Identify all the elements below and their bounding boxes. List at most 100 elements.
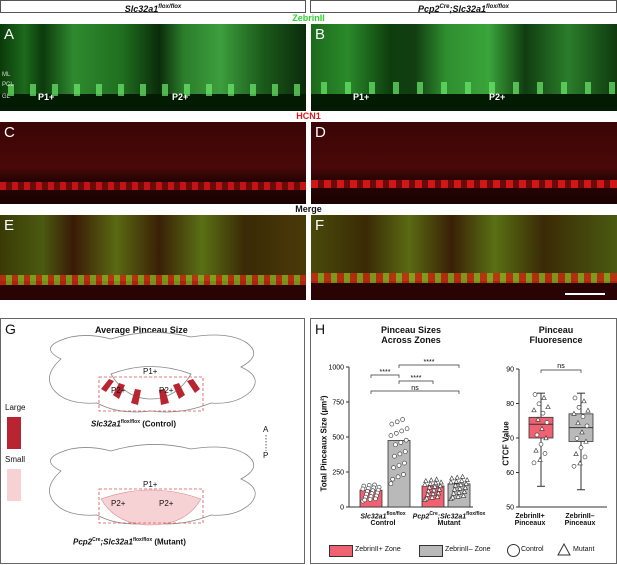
chart1-point <box>362 497 368 503</box>
chart1-point <box>448 479 454 485</box>
chart1-point <box>457 485 463 491</box>
row-title-hcn1: HCN1 <box>296 111 321 121</box>
chart2-point <box>544 420 550 425</box>
chart2-point <box>574 436 580 441</box>
chart2-point <box>576 404 582 410</box>
cat2b-label: ZebrinII–Pinceaux <box>564 513 596 527</box>
micrograph-C: C <box>0 122 306 204</box>
chart2-point <box>537 456 543 462</box>
chart1-ytick-label: 500 <box>332 435 344 442</box>
chart1-point <box>373 496 378 502</box>
chart1-point <box>429 494 435 500</box>
legend-large-label: Large <box>5 403 26 412</box>
chart1-point <box>396 463 402 468</box>
chart1-sig-bracket <box>398 364 460 368</box>
chart1-point <box>423 477 429 483</box>
chart1-point <box>453 478 460 484</box>
cerebellum-diagrams <box>7 332 267 526</box>
chart1-point <box>426 484 433 490</box>
chart2-ylabel: CTCF Value <box>501 421 511 466</box>
control-caption: Slc32a1flox/flox (Control) <box>91 419 176 429</box>
legend-control-marker <box>507 544 520 557</box>
legend-mutant-marker <box>557 543 571 556</box>
chart2-point <box>571 463 577 469</box>
legend-zpos-swatch <box>329 545 353 557</box>
chart1-point <box>437 483 443 488</box>
chart2-point <box>582 454 588 460</box>
chart2-point <box>571 410 577 416</box>
chart1-point <box>394 419 400 425</box>
chart2-point <box>545 404 551 410</box>
chart1-point <box>390 476 395 482</box>
chart2-point <box>538 441 544 447</box>
chart1-point <box>401 472 406 477</box>
chart1-point <box>459 473 466 479</box>
chart1-ytick-label: 250 <box>332 470 344 477</box>
chart1-point <box>367 497 373 502</box>
panel-G: G Average Pinceau Size Large Small P1 <box>0 318 305 564</box>
header-control: Slc32a1flox/flox <box>0 0 306 14</box>
chart1-point <box>397 451 403 457</box>
chart1-point <box>425 488 432 494</box>
chart2-point <box>534 432 540 438</box>
legend-zpos-label: ZebrinII+ Zone <box>355 546 401 553</box>
chart1-point <box>450 490 457 496</box>
micrograph-A: A ML PCL GL P1+ P2+ <box>0 24 306 111</box>
chart1-point <box>360 486 366 492</box>
chart1-sig-label: **** <box>424 359 435 366</box>
scale-bar <box>565 293 605 295</box>
chart2-ytick-label: 60 <box>506 470 514 477</box>
chart1-point <box>458 477 465 483</box>
chart1-point <box>432 483 438 489</box>
micrograph-D: D <box>311 122 617 204</box>
legend-zneg-swatch <box>419 545 443 557</box>
chart2-point <box>531 407 537 413</box>
chart1-point <box>434 493 441 499</box>
legend-large-swatch <box>7 417 21 449</box>
chart1-point <box>428 477 434 483</box>
chart1-point <box>452 482 459 488</box>
chart1-ytick-label: 1000 <box>328 365 344 372</box>
row-title-zebrin: ZebrinII <box>292 13 325 23</box>
chart1-point <box>404 426 410 431</box>
chart2-ytick-label: 90 <box>506 367 514 374</box>
chart2-point <box>578 445 584 450</box>
chart1-point <box>392 453 397 459</box>
chart1-point <box>403 449 408 454</box>
micrograph-E: E <box>0 215 306 300</box>
chart1-ylabel: Total Pinceaux Size (µm²) <box>319 395 329 492</box>
chart1-point <box>402 460 407 466</box>
chart2-point <box>539 425 545 431</box>
header-mutant: Pcp2Cre;Slc32a1flox/flox <box>310 0 617 14</box>
chart1-point <box>388 481 394 487</box>
chart2-point <box>573 451 579 456</box>
chart1-point <box>435 490 442 496</box>
chart2-point <box>583 438 589 444</box>
chart1-point <box>394 430 399 436</box>
panel-G-title: Average Pinceau Size <box>95 325 188 335</box>
chart2-point <box>580 414 586 419</box>
control-large-stripes <box>101 379 200 405</box>
chart1-point <box>436 486 443 492</box>
chart1-sig-label: **** <box>411 375 422 382</box>
micrograph-F: F <box>311 215 617 300</box>
chart2-point <box>577 460 583 466</box>
chart2-ytick-label: 80 <box>506 401 514 408</box>
chart1-point <box>423 495 430 501</box>
chart1-sig-bracket <box>370 390 460 394</box>
chart2-sig-label: ns <box>557 363 565 370</box>
chart1-point <box>389 421 395 427</box>
micrograph-B: B P1+ P2+ <box>311 24 617 111</box>
chart1-point <box>463 480 469 486</box>
chart1-point <box>449 494 456 500</box>
chart2-point <box>532 392 538 397</box>
chart1-sig-label: **** <box>380 369 391 376</box>
chart1-point <box>424 491 431 497</box>
chart1-point <box>433 476 440 482</box>
chart2-point <box>541 394 547 400</box>
mutant-caption: Pcp2Cre;Slc32a1flox/flox (Mutant) <box>73 537 186 547</box>
chart1-point <box>432 480 439 486</box>
chart2-point <box>536 401 542 407</box>
